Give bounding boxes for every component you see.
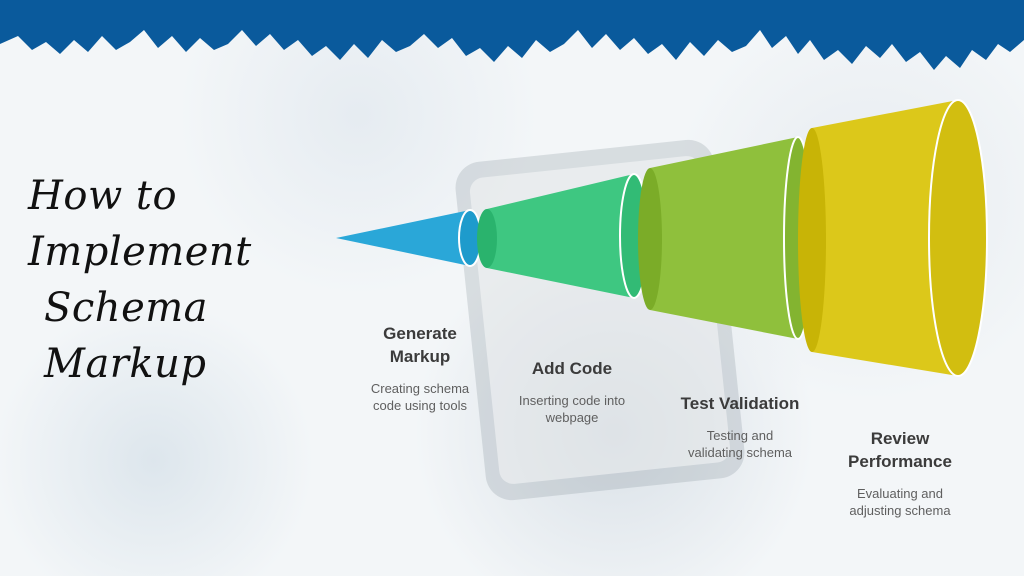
step-generate-markup: Generate Markup Creating schema code usi… bbox=[330, 322, 510, 414]
step-3-heading-line-1: Test Validation bbox=[680, 394, 800, 413]
torn-paper-header bbox=[0, 0, 1024, 70]
step-3-desc-line-2: validating schema bbox=[687, 445, 793, 460]
step-4-heading-line-2: Performance bbox=[848, 452, 952, 471]
step-4-heading-line-1: Review bbox=[870, 429, 930, 448]
funnel-stage-1 bbox=[336, 209, 482, 267]
step-1-desc-line-1: Creating schema bbox=[370, 381, 470, 396]
step-2-desc-line-2: webpage bbox=[545, 410, 599, 425]
step-4-desc-line-2: adjusting schema bbox=[849, 503, 951, 518]
title-line-1: How to Implement bbox=[28, 173, 252, 275]
step-3-desc-line-1: Testing and bbox=[706, 428, 774, 443]
step-test-validation: Test Validation Testing and validating s… bbox=[655, 392, 825, 461]
step-1-heading-line-1: Generate bbox=[383, 324, 457, 343]
funnel-stage-2 bbox=[477, 173, 649, 299]
funnel-stage-3 bbox=[638, 136, 813, 340]
step-1-heading-line-2: Markup bbox=[389, 347, 451, 366]
step-1-desc-line-2: code using tools bbox=[373, 398, 467, 413]
step-4-desc-line-1: Evaluating and bbox=[856, 486, 943, 501]
title-line-2: Schema Markup bbox=[44, 285, 209, 387]
funnel-stage-4 bbox=[798, 99, 988, 377]
step-add-code: Add Code Inserting code into webpage bbox=[487, 357, 657, 426]
step-2-desc-line-1: Inserting code into bbox=[518, 393, 626, 408]
page-title: How to Implement Schema Markup bbox=[28, 168, 348, 392]
step-review-performance: Review Performance Evaluating and adjust… bbox=[815, 427, 985, 519]
step-2-heading-line-1: Add Code bbox=[531, 359, 613, 378]
